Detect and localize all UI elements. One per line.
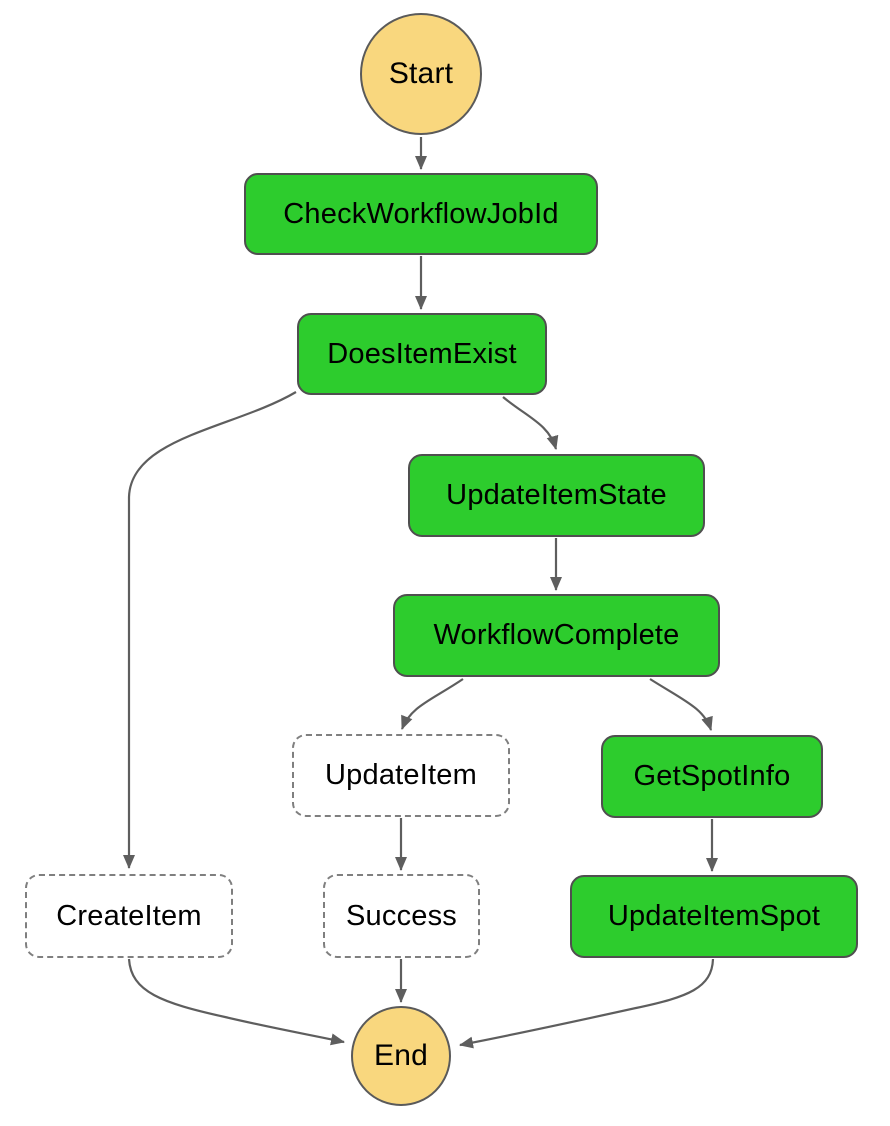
edge-workflowcomplete-to-updateitem xyxy=(400,678,464,730)
node-update-item-state-label: UpdateItemState xyxy=(446,479,667,511)
node-create-item[interactable]: CreateItem xyxy=(25,874,233,958)
node-check-workflow-job-id[interactable]: CheckWorkflowJobId xyxy=(244,173,598,255)
node-success-label: Success xyxy=(346,899,457,932)
edge-createitem-to-end xyxy=(127,958,345,1046)
edge-updateitemspot-to-end xyxy=(459,958,715,1049)
node-start[interactable]: Start xyxy=(360,13,482,135)
node-workflow-complete[interactable]: WorkflowComplete xyxy=(393,594,720,677)
edge-doesitemexist-to-updateitemstate xyxy=(502,396,559,450)
node-end[interactable]: End xyxy=(351,1006,451,1106)
node-workflow-complete-label: WorkflowComplete xyxy=(433,619,680,651)
node-update-item-state[interactable]: UpdateItemState xyxy=(408,454,705,537)
node-start-label: Start xyxy=(388,57,454,90)
node-update-item-spot[interactable]: UpdateItemSpot xyxy=(570,875,858,958)
edge-doesitemexist-to-createitem xyxy=(123,391,297,869)
node-update-item-spot-label: UpdateItemSpot xyxy=(607,900,821,932)
node-create-item-label: CreateItem xyxy=(56,899,202,932)
node-does-item-exist[interactable]: DoesItemExist xyxy=(297,313,547,395)
node-get-spot-info-label: GetSpotInfo xyxy=(633,760,791,792)
node-success[interactable]: Success xyxy=(323,874,480,958)
node-get-spot-info[interactable]: GetSpotInfo xyxy=(601,735,823,818)
node-check-workflow-job-id-label: CheckWorkflowJobId xyxy=(283,197,559,230)
node-update-item[interactable]: UpdateItem xyxy=(292,734,510,817)
node-end-label: End xyxy=(374,1039,428,1072)
edge-workflowcomplete-to-getspotinfo xyxy=(649,678,713,731)
node-does-item-exist-label: DoesItemExist xyxy=(327,337,517,370)
node-update-item-label: UpdateItem xyxy=(325,759,477,791)
